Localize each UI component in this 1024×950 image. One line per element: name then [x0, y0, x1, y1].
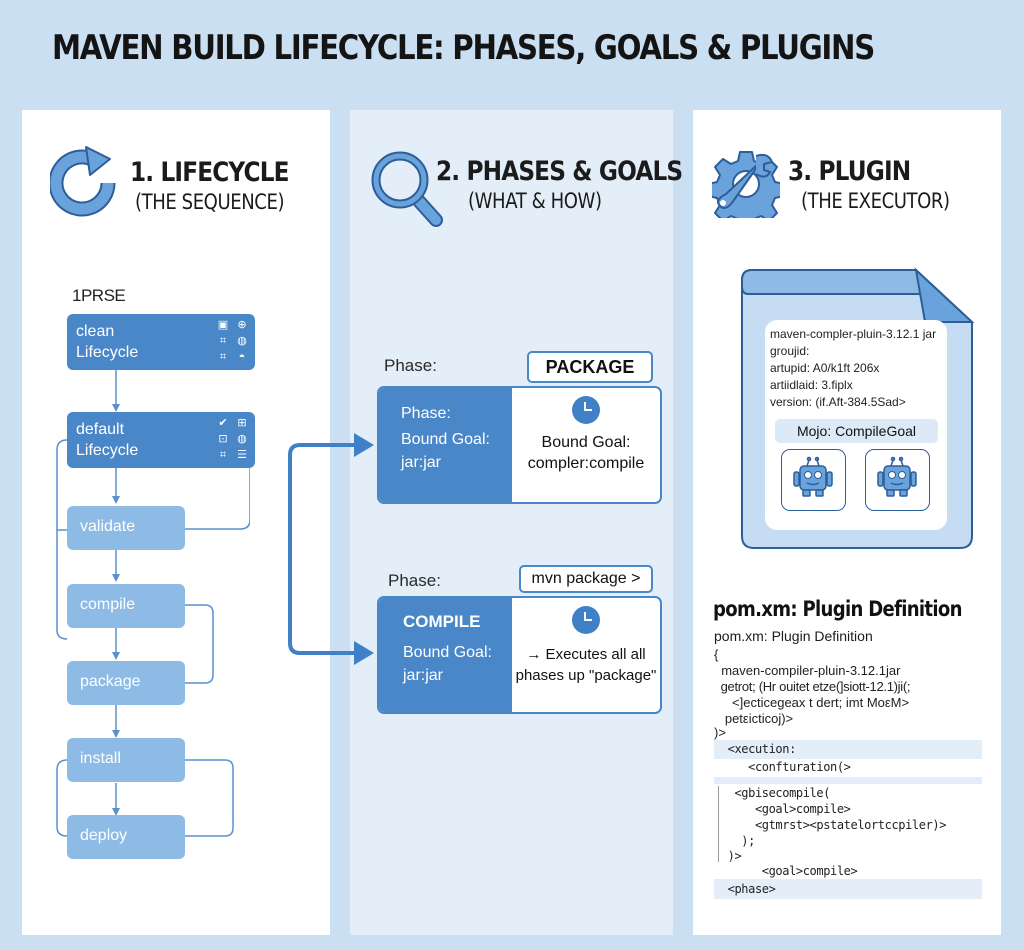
clean-lifecycle-line1: clean [76, 323, 115, 340]
jar-line: artiidlaid: 3.fiplx [770, 378, 853, 392]
card-left-line: Bound Goal: [401, 431, 490, 448]
default-lifecycle-icons: ✔ ⊞ ⊡ ◍ ⌗ ☰ [216, 417, 249, 462]
phases-heading: 2. PHASES & GOALS [436, 156, 683, 187]
compile-card-left: COMPILE Bound Goal: jar:jar [379, 598, 512, 712]
code-highlight-band [714, 740, 982, 759]
pom-heading: pom.xm: Plugin Definition [713, 597, 962, 621]
mvn-package-command-chip[interactable]: mvn package > [519, 565, 653, 593]
lifecycle-connectors [56, 370, 250, 837]
plugin-heading-group: 3. PLUGIN (THE EXECUTOR) [788, 157, 974, 215]
monitor-icon: ▣ [217, 319, 229, 331]
default-lifecycle-line2: Lifecycle [76, 442, 139, 459]
code-line: <gtmrst><pstatelortccpiler)> [714, 818, 947, 832]
robot-tile[interactable] [781, 449, 846, 511]
card-right-line: phases up "package" [515, 667, 657, 684]
code-line: maven-compiler-pluin-3.12.1jar [714, 663, 901, 678]
phase-compile[interactable]: compile [67, 584, 185, 628]
phases-goals-panel [350, 110, 673, 935]
phase-install[interactable]: install [67, 738, 185, 782]
code-line: <gbisecompile( [714, 786, 831, 800]
section-label: 1PRSE [72, 286, 126, 305]
code-line: petεicticoj)> [714, 711, 794, 726]
jar-line: groujid: [770, 344, 810, 358]
box-icon: ⊡ [218, 433, 228, 445]
refresh-icon [50, 146, 116, 217]
robot-tile[interactable] [865, 449, 930, 511]
package-phase-card: Phase: Bound Goal: jar:jar Bound Goal: c… [377, 386, 662, 504]
code-highlight-band [714, 879, 982, 899]
compile-card-right: → Executes all all phases up "package" [512, 598, 660, 712]
clock-icon [572, 606, 600, 634]
card-left-line: jar:jar [403, 667, 444, 684]
jar-line: maven-compler-pluin-3.12.1 jar [770, 327, 937, 341]
grid-icon: ⌗ [219, 449, 227, 461]
code-line: <goal>compile> [714, 864, 858, 878]
code-line: )> [714, 849, 742, 863]
code-line: <confturation(> [714, 760, 851, 774]
phase-label-1: Phase: [384, 356, 437, 375]
check-icon: ✔ [218, 417, 228, 429]
cloud-icon: ◓ [238, 351, 246, 363]
phase-label-2: Phase: [388, 571, 441, 590]
lifecycle-heading: 1. LIFECYCLE [130, 157, 289, 188]
code-line: getrot; (Hr ouitet etze(]siott-12.1)ji(; [714, 679, 911, 694]
phase-link-arrows [288, 433, 374, 665]
default-lifecycle-line1: default [76, 421, 125, 438]
code-highlight-band [714, 777, 982, 784]
mojo-label: Mojo: CompileGoal [775, 419, 938, 443]
jar-line: version: (if.Aft-384.5Sad> [770, 395, 906, 409]
gear-wrench-icon [712, 151, 780, 218]
card-right-line: Bound Goal: [541, 434, 631, 451]
card-left-line: Phase: [401, 405, 451, 422]
pom-subheading: pom.xm: Plugin Definition [714, 628, 873, 644]
compile-phase-card: COMPILE Bound Goal: jar:jar → Executes a… [377, 596, 662, 714]
card-left-line: jar:jar [401, 454, 442, 471]
phase-deploy[interactable]: deploy [67, 815, 185, 859]
list-icon: ☰ [237, 449, 247, 461]
calendar-icon: ⊞ [237, 417, 247, 429]
shield-icon: ◍ [237, 335, 247, 347]
lifecycle-heading-group: 1. LIFECYCLE (THE SEQUENCE) [130, 158, 314, 216]
page-title: MAVEN BUILD LIFECYCLE: PHASES, GOALS & P… [52, 28, 875, 68]
code-line: { [714, 647, 719, 662]
code-line: <phase> [714, 882, 776, 896]
phases-heading-group: 2. PHASES & GOALS (WHAT & HOW) [436, 157, 722, 215]
grid-icon: ⌗ [219, 335, 227, 347]
plugin-subheading: (THE EXECUTOR) [801, 189, 950, 213]
clean-lifecycle-icons: ▣ ⊕ ⌗ ◍ ⌗ ◓ [216, 319, 249, 364]
card-right-line: → Executes all all [526, 646, 646, 663]
bug-icon: ◍ [237, 433, 247, 445]
default-lifecycle-box[interactable]: default Lifecycle ✔ ⊞ ⊡ ◍ ⌗ ☰ [67, 412, 255, 468]
code-line: )> [714, 725, 726, 740]
jar-line: artupid: A0/k1ft 206x [770, 361, 880, 375]
package-card-left: Phase: Bound Goal: jar:jar [379, 388, 512, 502]
code-line: ); [714, 834, 755, 848]
code-line: <]ecticegeax t dert; imt MoεM> [714, 695, 910, 710]
robot-icon [877, 456, 917, 497]
lifecycle-subheading: (THE SEQUENCE) [135, 190, 285, 214]
card-left-line: COMPILE [403, 612, 481, 631]
code-line: <goal>compile> [714, 802, 851, 816]
plugin-heading: 3. PLUGIN [788, 156, 911, 187]
robot-icon [793, 456, 833, 497]
code-gutter-line [718, 786, 719, 862]
package-card-right: Bound Goal: compler:compile [512, 388, 660, 502]
card-left-line: Bound Goal: [403, 644, 492, 661]
globe-icon: ⊕ [237, 319, 247, 331]
clean-lifecycle-box[interactable]: clean Lifecycle ▣ ⊕ ⌗ ◍ ⌗ ◓ [67, 314, 255, 370]
clock-icon [572, 396, 600, 424]
package-chip[interactable]: PACKAGE [527, 351, 653, 383]
clean-lifecycle-line2: Lifecycle [76, 344, 139, 361]
grid-icon: ⌗ [219, 351, 227, 363]
phases-subheading: (WHAT & HOW) [468, 189, 602, 213]
card-right-line: compler:compile [527, 455, 645, 472]
magnifier-icon [371, 151, 443, 227]
phase-package[interactable]: package [67, 661, 185, 705]
code-line: <xecution: [714, 742, 797, 756]
phase-validate[interactable]: validate [67, 506, 185, 550]
